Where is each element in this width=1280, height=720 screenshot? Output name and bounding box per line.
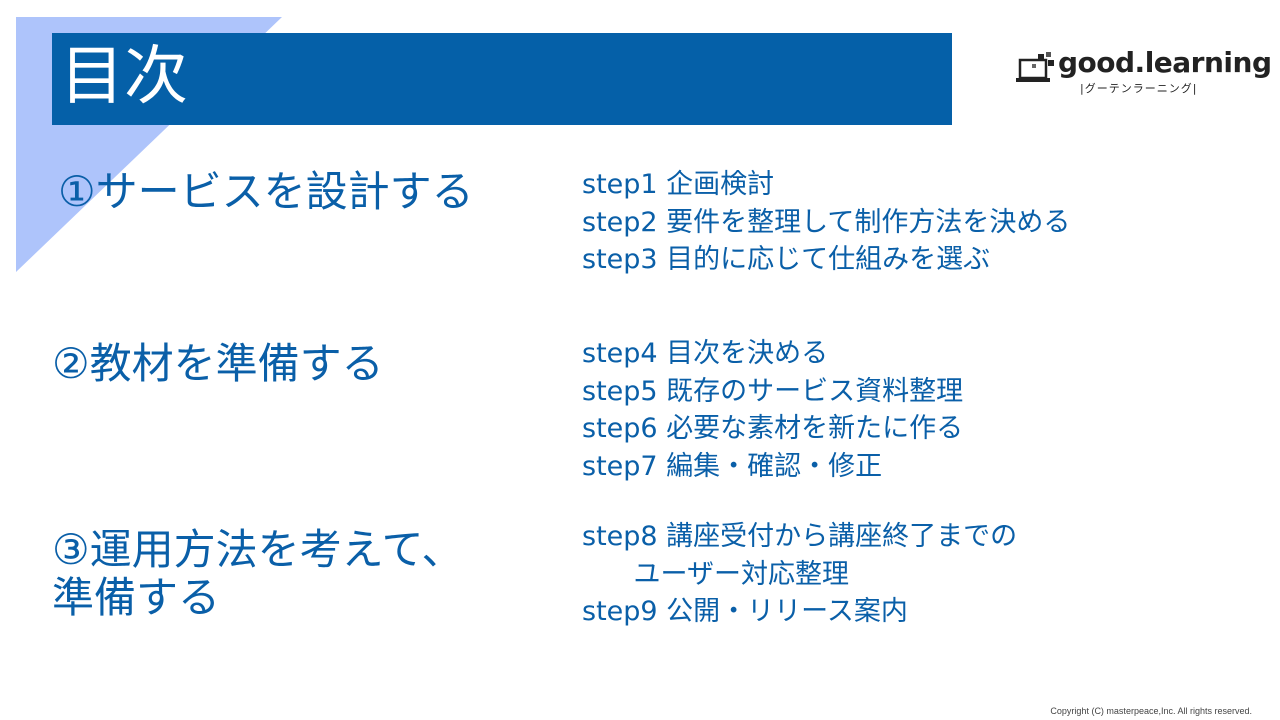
logo-text: good.learning	[1058, 46, 1272, 79]
section-1-label: ①サービスを設計する	[58, 167, 474, 216]
step-item: step7 編集・確認・修正	[582, 450, 883, 482]
step-item: step9 公開・リリース案内	[582, 596, 908, 627]
step-item: step6 必要な素材を新たに作る	[582, 413, 964, 444]
step-item: step5 既存のサービス資料整理	[582, 375, 964, 407]
step-item: step1 企画検討	[582, 169, 775, 200]
step-item: step4 目次を決める	[582, 338, 829, 369]
step-item: ユーザー対応整理	[582, 558, 849, 590]
copyright: Copyright (C) masterpeace,Inc. All right…	[1050, 706, 1252, 716]
logo: good.learning |グーテンラーニング|	[1016, 46, 1272, 98]
page-title: 目次	[60, 40, 188, 114]
section-3-steps: step8 講座受付から講座終了までの ユーザー対応整理 step9 公開・リリ…	[582, 518, 1017, 631]
step-item: step8 講座受付から講座終了までの	[582, 521, 1018, 552]
step-item: step3 目的に応じて仕組みを選ぶ	[582, 244, 991, 275]
title-bar: 目次	[52, 33, 952, 125]
section-1-steps: step1 企画検討 step2 要件を整理して制作方法を決める step3 目…	[582, 166, 1070, 279]
section-3-line: ③運用方法を考えて、	[52, 525, 464, 574]
step-item: step2 要件を整理して制作方法を決める	[582, 206, 1071, 238]
section-3-label: ③運用方法を考えて、 準備する	[52, 526, 463, 622]
logo-kana: |グーテンラーニング|	[1080, 82, 1198, 95]
section-2-label: ②教材を準備する	[52, 339, 384, 388]
section-2-steps: step4 目次を決める step5 既存のサービス資料整理 step6 必要な…	[582, 335, 963, 485]
laptop-icon	[1016, 52, 1054, 82]
section-3-line: 準備する	[52, 573, 221, 622]
